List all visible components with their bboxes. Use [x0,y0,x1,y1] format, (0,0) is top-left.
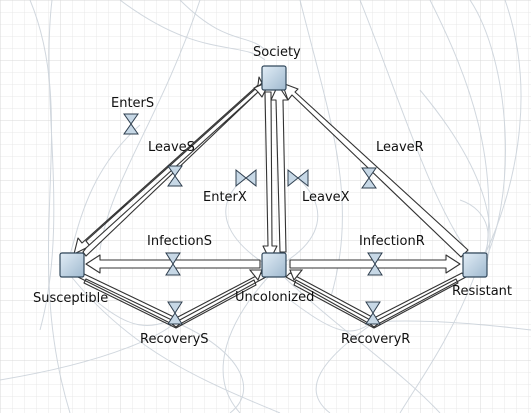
flow-label-recovery-s[interactable]: RecoveryS [140,332,209,347]
valve-leave-x [287,168,309,188]
stock-label-resistant[interactable]: Resistant [452,284,513,299]
flow-label-infection-s[interactable]: InfectionS [147,234,212,249]
flow-label-leave-r[interactable]: LeaveR [376,140,424,155]
flow-arrowheads [248,269,304,282]
stock-label-uncolonized[interactable]: Uncolonized [235,290,315,305]
valve-recovery-s [167,301,183,325]
stock-uncolonized [261,252,287,278]
flow-label-recovery-r[interactable]: RecoveryR [341,332,411,347]
flow-label-enter-x[interactable]: EnterX [203,190,247,205]
flow-label-leave-x[interactable]: LeaveX [302,190,350,205]
stock-label-susceptible[interactable]: Susceptible [33,291,109,306]
valve-recovery-r [365,301,381,325]
arrowhead-recovery-s [248,269,263,282]
stock-resistant [462,252,488,278]
stock-society [261,65,287,91]
valve-enter-s [123,113,139,135]
flow-label-enter-s[interactable]: EnterS [111,96,155,111]
flow-label-infection-r[interactable]: InfectionR [359,234,425,249]
stock-susceptible [59,252,85,278]
arrowhead-recovery-r [289,269,304,282]
valve-infection-r [367,252,383,276]
valves [123,113,383,325]
valve-leave-r [361,167,377,189]
valve-leave-s [167,165,183,187]
valve-enter-x [235,168,257,188]
stock-label-society[interactable]: Society [253,45,301,60]
pipe-leave-x [270,84,289,253]
pipe-recovery-r-inner [293,278,459,329]
stocks [59,65,488,278]
flow-label-leave-s[interactable]: LeaveS [148,140,195,155]
valve-infection-s [165,252,181,276]
pipe-recovery-s-inner [83,278,257,329]
